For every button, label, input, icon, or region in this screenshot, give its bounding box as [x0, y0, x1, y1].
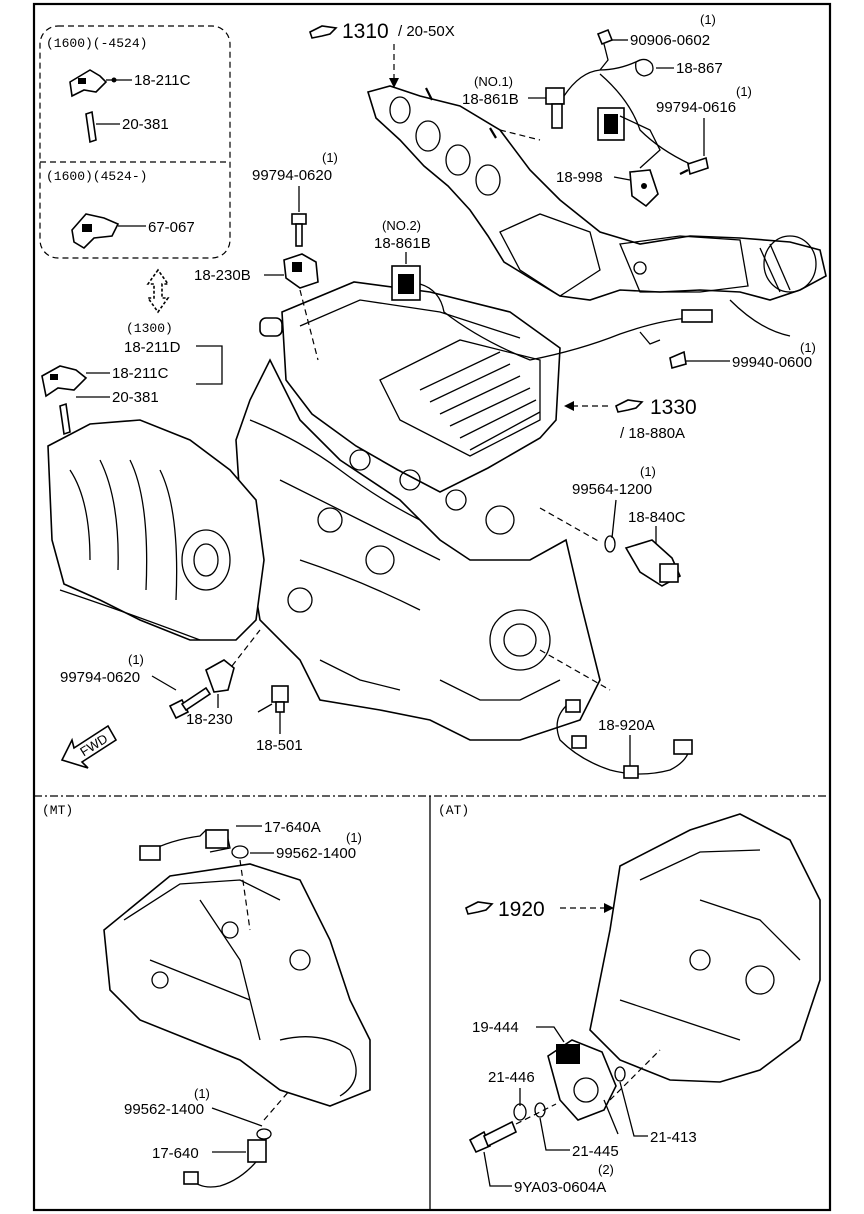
exhaust-manifold-icon	[366, 85, 827, 337]
connector-18-998-icon	[597, 107, 661, 169]
bolt-99794-0616-icon	[679, 156, 709, 176]
bolt-99940-icon	[669, 350, 687, 370]
washer-21-413-icon	[614, 1066, 626, 1082]
box-b-title: (1600)(4524-)	[46, 169, 147, 184]
washer-21-446-icon	[513, 1103, 527, 1121]
switch-17-640-icon	[183, 1139, 267, 1188]
label-67-067: 67-067	[148, 219, 195, 236]
label-no2: (NO.2)	[382, 218, 421, 233]
qty-90906: (1)	[700, 12, 716, 27]
ref-1330-number: 1330	[650, 396, 697, 419]
ref-1310-number: 1310	[342, 20, 389, 43]
o2-sensor-no2-icon	[391, 265, 713, 361]
qty-99794-0620-b: (1)	[128, 652, 144, 667]
cam-sensor-a-icon	[69, 69, 114, 98]
hand-pointer-icon	[309, 25, 338, 39]
label-18-861b-b: 18-861B	[374, 235, 431, 252]
washer-99562-b-icon	[256, 1128, 272, 1140]
o2-sensor-no1-icon	[545, 59, 691, 165]
forward-arrow-icon: FWD	[60, 724, 118, 769]
label-18-840c: 18-840C	[628, 509, 686, 526]
automatic-transmission-icon	[589, 813, 821, 1083]
label-18-211c-b: 18-211C	[112, 365, 169, 382]
label-at: (AT)	[438, 803, 469, 818]
label-no1: (NO.1)	[474, 74, 513, 89]
label-18-211d: 18-211D	[124, 339, 181, 356]
qty-99562-a: (1)	[346, 830, 362, 845]
label-18-230b: 18-230B	[194, 267, 251, 284]
label-17-640: 17-640	[152, 1145, 199, 1162]
label-99562-1400-b: 99562-1400	[124, 1101, 204, 1118]
bolt-99794-0620-a-icon	[291, 213, 307, 247]
box-a-title: (1600)(-4524)	[46, 36, 147, 51]
label-99794-0620-b: 99794-0620	[60, 669, 140, 686]
label-range-1300: (1300)	[126, 321, 173, 336]
clamp-18-867-icon	[635, 58, 654, 77]
label-18-867: 18-867	[676, 60, 723, 77]
label-99794-0620-a: 99794-0620	[252, 167, 332, 184]
bolt-99794-0620-b-icon	[168, 686, 212, 720]
label-18-230: 18-230	[186, 711, 233, 728]
label-90906-0602: 90906-0602	[630, 32, 710, 49]
washer-99562-a-icon	[231, 845, 249, 859]
double-arrow-icon	[146, 268, 170, 314]
engine-block-icon	[235, 281, 601, 741]
ref-1330: 1330 / 18-880A	[564, 396, 697, 442]
label-17-640a: 17-640A	[264, 819, 321, 836]
label-9ya03-0604a: 9YA03-0604A	[514, 1179, 606, 1196]
switch-17-640a-icon	[139, 829, 231, 861]
clip-90906-icon	[596, 28, 614, 71]
label-21-445: 21-445	[572, 1143, 619, 1160]
label-20-381-a: 20-381	[122, 116, 169, 133]
label-18-861b-a: 18-861B	[462, 91, 519, 108]
ref-1330-suffix: / 18-880A	[620, 425, 685, 442]
washer-99564-icon	[604, 535, 616, 553]
cam-sensor-b-icon	[41, 365, 88, 398]
ref-1310-suffix: / 20-50X	[398, 23, 455, 40]
label-99562-1400-a: 99562-1400	[276, 845, 356, 862]
label-99794-0616: 99794-0616	[656, 99, 736, 116]
qty-99794-0616: (1)	[736, 84, 752, 99]
label-21-413: 21-413	[650, 1129, 697, 1146]
sensor-18-230-icon	[205, 659, 235, 693]
qty-9ya03: (2)	[598, 1162, 614, 1177]
variant-box: (1600)(-4524) (1600)(4524-) 18-211C 20-3…	[39, 25, 231, 259]
o2-sensor-no1: (NO.1) 18-861B (1) 90906-0602 18-867	[462, 12, 752, 208]
label-21-446: 21-446	[488, 1069, 535, 1086]
bolt-9ya03-icon	[468, 1120, 518, 1154]
ref-1920: 1920	[465, 898, 614, 921]
bracket-18-998-icon	[629, 169, 659, 208]
variant-box-outline	[39, 25, 231, 259]
intake-manifold-icon	[47, 419, 265, 641]
sensor-18-840c-icon	[624, 539, 682, 587]
sensor-18-230b-icon	[283, 253, 319, 289]
sensor-67-067-icon	[71, 213, 120, 250]
label-18-920a: 18-920A	[598, 717, 655, 734]
label-20-381-b: 20-381	[112, 389, 159, 406]
label-19-444: 19-444	[472, 1019, 519, 1036]
label-99940-0600: 99940-0600	[732, 354, 812, 371]
qty-99562-b: (1)	[194, 1086, 210, 1101]
ref-1310: 1310 / 20-50X	[309, 20, 455, 88]
qty-99940: (1)	[800, 340, 816, 355]
label-99564-1200: 99564-1200	[572, 481, 652, 498]
page-frame	[32, 2, 832, 1212]
pin-20-381-a-icon	[85, 110, 97, 144]
harness-18-920a-icon	[556, 699, 693, 779]
pin-20-381-b-icon	[59, 402, 71, 436]
range-switch-19-444-icon	[547, 1039, 617, 1121]
manual-transmission-icon	[103, 863, 371, 1107]
label-mt: (MT)	[42, 803, 73, 818]
label-18-211c-a: 18-211C	[134, 72, 191, 89]
qty-99794-0620-a: (1)	[322, 150, 338, 165]
label-18-501: 18-501	[256, 737, 303, 754]
qty-99564: (1)	[640, 464, 656, 479]
label-18-998: 18-998	[556, 169, 603, 186]
hand-pointer-icon	[615, 399, 644, 413]
ref-1920-number: 1920	[498, 898, 545, 921]
hand-pointer-icon	[465, 901, 494, 915]
